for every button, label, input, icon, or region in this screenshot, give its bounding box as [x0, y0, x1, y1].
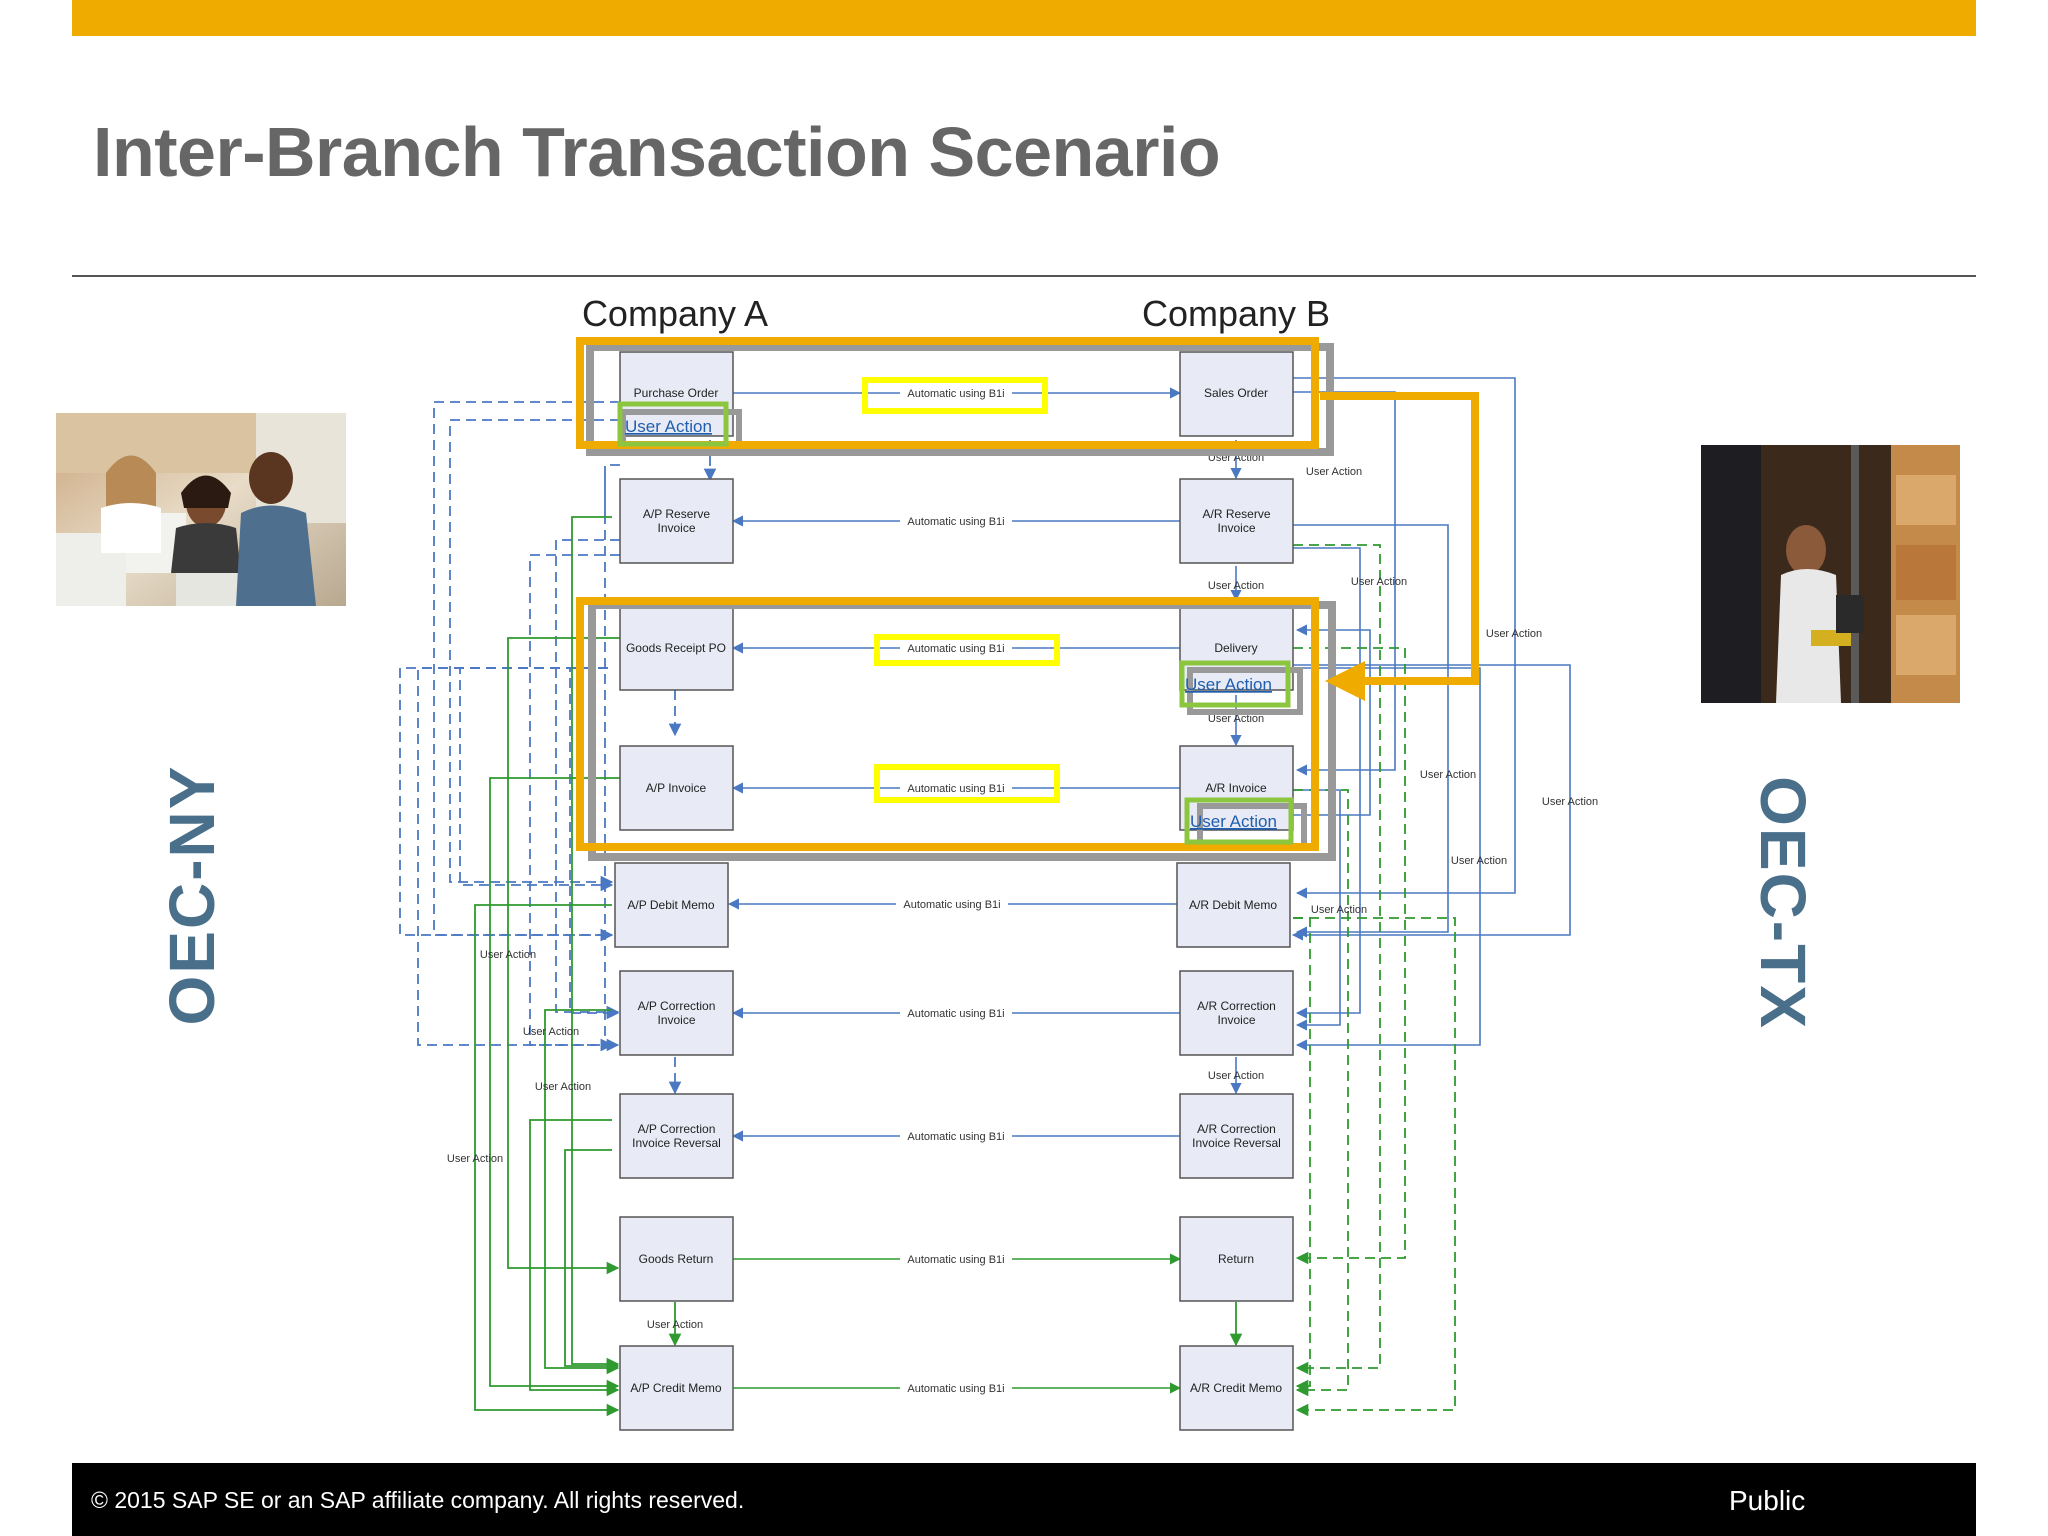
- svg-text:Goods Receipt PO: Goods Receipt PO: [626, 641, 726, 655]
- title-divider: [72, 275, 1976, 277]
- svg-text:Return: Return: [1218, 1252, 1254, 1266]
- user-action-link-delivery[interactable]: User Action: [1185, 675, 1272, 694]
- auto-label-2: Automatic using B1i: [907, 516, 1004, 528]
- user-action-label: User Action: [1351, 576, 1407, 588]
- branch-label-ny: OEC-NY: [156, 764, 228, 1026]
- user-action-label: User Action: [480, 949, 536, 961]
- doc-return: Return: [1179, 1216, 1294, 1302]
- branch-label-tx: OEC-TX: [1747, 776, 1819, 1030]
- svg-text:Delivery: Delivery: [1214, 641, 1257, 655]
- svg-text:Goods Return: Goods Return: [639, 1252, 714, 1266]
- auto-label-3: Automatic using B1i: [907, 643, 1004, 655]
- doc-sales-order: Sales Order: [1179, 351, 1294, 437]
- auto-label-4: Automatic using B1i: [907, 783, 1004, 795]
- user-action-label: User Action: [1542, 796, 1598, 808]
- company-b-documents: Sales Order A/R Reserve Invoice Delivery…: [1176, 351, 1294, 1431]
- company-a-header: Company A: [582, 293, 768, 334]
- doc-ar-debit-memo: A/R Debit Memo: [1176, 862, 1291, 948]
- doc-ar-credit-memo: A/R Credit Memo: [1179, 1345, 1294, 1431]
- svg-text:Purchase Order: Purchase Order: [634, 386, 719, 400]
- top-accent-bar: [72, 0, 1976, 36]
- doc-ar-invoice: A/R Invoice: [1179, 745, 1294, 831]
- doc-ap-credit-memo: A/P Credit Memo: [619, 1345, 734, 1431]
- company-a-documents: Purchase Order A/P Reserve Invoice Goods…: [614, 351, 734, 1431]
- doc-purchase-order: Purchase Order: [619, 351, 734, 437]
- footer-bar: [72, 1463, 1976, 1536]
- left-green-connectors: [474, 516, 682, 1417]
- highlight-overlays: [576, 337, 1479, 861]
- user-action-label: User Action: [1306, 466, 1362, 478]
- right-green-dashed-connectors: [1229, 544, 1456, 1417]
- auto-label-7: Automatic using B1i: [907, 1131, 1004, 1143]
- doc-ap-debit-memo: A/P Debit Memo: [614, 862, 729, 948]
- svg-text:A/R Debit Memo: A/R Debit Memo: [1189, 898, 1277, 912]
- user-action-label: User Action: [1208, 713, 1264, 725]
- doc-ap-reserve-invoice: A/P Reserve Invoice: [619, 478, 734, 564]
- doc-ar-reserve-invoice: A/R Reserve Invoice: [1179, 478, 1294, 564]
- auto-label-9: Automatic using B1i: [907, 1383, 1004, 1395]
- warehouse-worker-photo: [1701, 445, 1960, 703]
- auto-label-6: Automatic using B1i: [907, 1008, 1004, 1020]
- svg-text:A/R Credit Memo: A/R Credit Memo: [1190, 1381, 1282, 1395]
- user-action-label: User Action: [1311, 904, 1367, 916]
- auto-label-1: Automatic using B1i: [907, 388, 1004, 400]
- left-dashed-connectors: [399, 401, 717, 1095]
- svg-text:A/P Debit Memo: A/P Debit Memo: [627, 898, 714, 912]
- auto-label-5: Automatic using B1i: [903, 899, 1000, 911]
- doc-goods-return: Goods Return: [619, 1216, 734, 1302]
- user-action-label: User Action: [1486, 628, 1542, 640]
- svg-text:Sales Order: Sales Order: [1204, 386, 1268, 400]
- user-action-link-ar-invoice[interactable]: User Action: [1190, 812, 1277, 831]
- user-action-link-po[interactable]: User Action: [625, 417, 712, 436]
- footer-copyright: © 2015 SAP SE or an SAP affiliate compan…: [91, 1487, 745, 1513]
- svg-text:A/P Credit Memo: A/P Credit Memo: [630, 1381, 721, 1395]
- user-action-label: User Action: [447, 1153, 503, 1165]
- user-action-label: User Action: [523, 1026, 579, 1038]
- doc-ar-correction-invoice: A/R Correction Invoice: [1179, 970, 1294, 1056]
- user-action-label: User Action: [1451, 855, 1507, 867]
- user-action-label: User Action: [535, 1081, 591, 1093]
- doc-ap-correction-invoice: A/P Correction Invoice: [619, 970, 734, 1056]
- user-action-label: User Action: [1208, 1070, 1264, 1082]
- svg-text:A/P Invoice: A/P Invoice: [646, 781, 707, 795]
- user-action-label: User Action: [1208, 580, 1264, 592]
- office-team-photo: [56, 413, 346, 606]
- user-action-label: User Action: [1420, 769, 1476, 781]
- svg-text:A/R Invoice: A/R Invoice: [1205, 781, 1267, 795]
- doc-goods-receipt-po: Goods Receipt PO: [619, 605, 734, 691]
- inter-company-arrows: [727, 387, 1182, 1394]
- footer-classification: Public: [1729, 1485, 1806, 1516]
- doc-ap-correction-invoice-reversal: A/P Correction Invoice Reversal: [619, 1093, 734, 1179]
- doc-ap-invoice: A/P Invoice: [619, 745, 734, 831]
- company-b-header: Company B: [1142, 293, 1330, 334]
- doc-delivery: Delivery: [1179, 605, 1294, 691]
- doc-ar-correction-invoice-reversal: A/R Correction Invoice Reversal: [1179, 1093, 1294, 1179]
- user-action-label: User Action: [647, 1319, 703, 1331]
- auto-label-8: Automatic using B1i: [907, 1254, 1004, 1266]
- page-title: Inter-Branch Transaction Scenario: [93, 113, 1221, 191]
